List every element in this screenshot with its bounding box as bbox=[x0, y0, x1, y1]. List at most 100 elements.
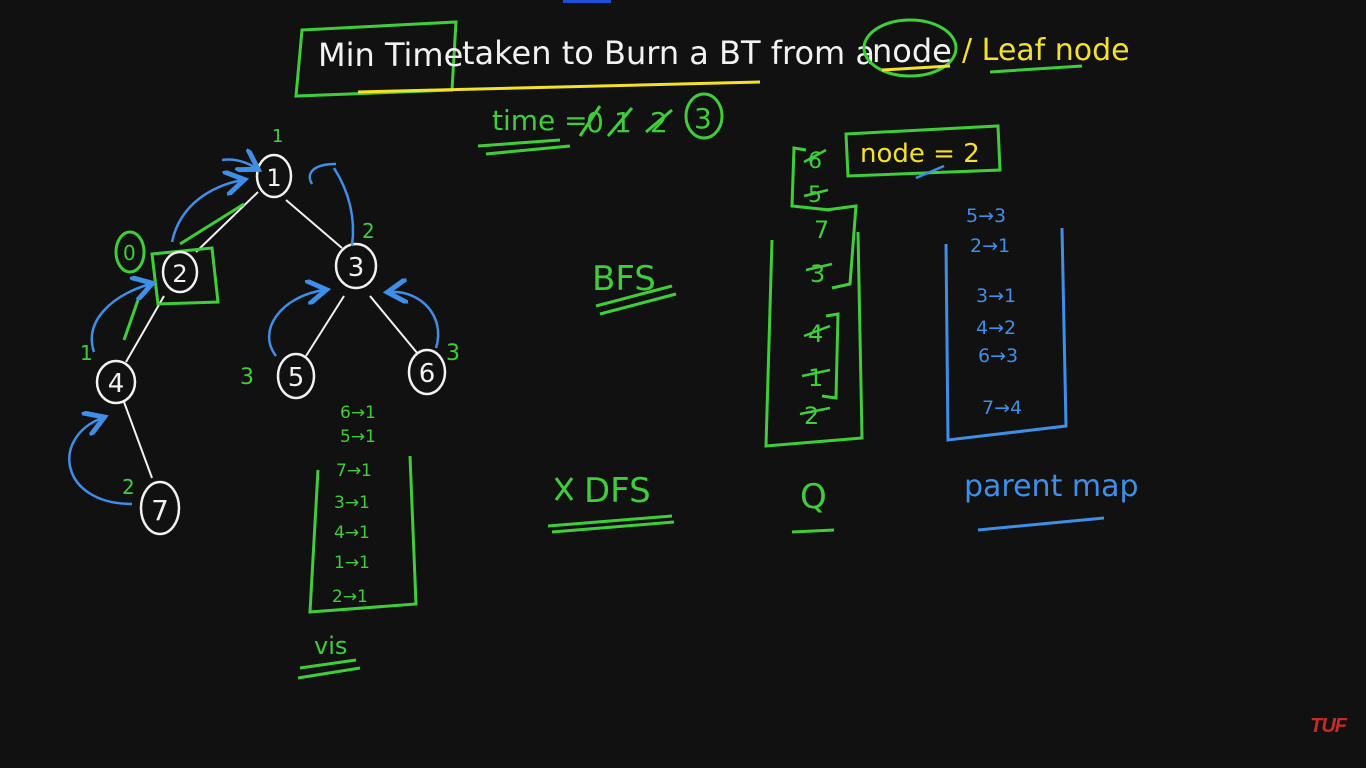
queue-item-4: 4 bbox=[808, 320, 823, 348]
node-5-label: 5 bbox=[288, 363, 305, 393]
queue-item-2: 7 bbox=[814, 216, 829, 244]
title-underline bbox=[357, 80, 761, 94]
arrow-4-to-7 bbox=[68, 418, 133, 506]
time-label-node-2: 0 bbox=[123, 241, 136, 265]
parent-map-underline bbox=[977, 516, 1105, 532]
burn-edge-2-4 bbox=[122, 299, 140, 341]
brand-logo: TUF bbox=[1310, 715, 1347, 737]
parent-map-label: parent map bbox=[964, 469, 1139, 504]
title: Min Time taken to Burn a BT from a node … bbox=[294, 18, 1130, 98]
queue-bracket-a bbox=[825, 204, 858, 290]
vis-box bbox=[308, 455, 418, 614]
binary-tree: 1 2 3 4 5 6 7 1 0 2 1 3 3 2 bbox=[68, 126, 460, 536]
edge-4-7 bbox=[123, 401, 153, 479]
vis-boxed-4: 2→1 bbox=[332, 587, 368, 607]
time-expression: time = 0 1 2 3 bbox=[477, 92, 724, 156]
node-circle bbox=[862, 18, 958, 78]
time-underline bbox=[477, 138, 571, 156]
top-accent-bar bbox=[563, 0, 611, 3]
node-6-label: 6 bbox=[419, 359, 436, 389]
node-4-circle bbox=[95, 359, 137, 405]
node-6-circle bbox=[407, 348, 447, 396]
arrow-4-to-2 bbox=[90, 284, 150, 353]
arrow-3-to-5 bbox=[268, 290, 324, 357]
parent-map-item-3: 4→2 bbox=[976, 317, 1016, 339]
time-label-node-6: 3 bbox=[446, 341, 460, 366]
edge-3-5 bbox=[305, 295, 345, 357]
vis-loose-1: 5→1 bbox=[340, 427, 376, 447]
bfs-underline bbox=[595, 284, 677, 316]
edge-2-4 bbox=[125, 295, 165, 363]
vis-underline bbox=[297, 658, 361, 680]
parent-map-item-5: 7→4 bbox=[982, 397, 1022, 419]
time-crossed-0: 0 bbox=[586, 106, 604, 139]
time-result: 3 bbox=[694, 102, 712, 135]
time-circle-node-2 bbox=[114, 230, 146, 274]
dfs-cross bbox=[554, 477, 574, 501]
time-result-circle bbox=[684, 92, 724, 140]
parent-map: 5→3 2→1 3→1 4→2 6→3 7→4 parent map bbox=[944, 205, 1139, 532]
vis-label: vis bbox=[314, 632, 347, 660]
vis-loose-0: 6→1 bbox=[340, 403, 376, 423]
queue-bracket-b bbox=[821, 312, 840, 400]
queue-item-3: 3 bbox=[810, 260, 825, 288]
parent-map-item-1: 2→1 bbox=[970, 235, 1010, 257]
parent-map-item-0: 5→3 bbox=[966, 205, 1006, 227]
vis-boxed-1: 3→1 bbox=[334, 493, 370, 513]
title-part1: Min Time bbox=[318, 36, 463, 74]
edge-1-2 bbox=[195, 191, 259, 253]
vis-boxed-0: 7→1 bbox=[336, 461, 372, 481]
queue-label: Q bbox=[800, 477, 827, 517]
node-2-circle bbox=[161, 250, 199, 294]
queue-start-box bbox=[844, 124, 1002, 178]
node-3-label: 3 bbox=[348, 253, 365, 283]
edge-1-3 bbox=[285, 199, 343, 249]
time-label-node-7: 2 bbox=[122, 475, 135, 499]
edge-3-6 bbox=[369, 295, 419, 355]
vis-boxed-3: 1→1 bbox=[334, 553, 370, 573]
queue-start: node = 2 bbox=[860, 139, 980, 169]
time-label-node-4: 1 bbox=[80, 341, 93, 365]
approach-labels: BFS DFS bbox=[547, 259, 677, 534]
title-part2: taken to Burn a BT from a bbox=[462, 34, 875, 72]
node-7-circle bbox=[139, 480, 181, 536]
vis-boxed-2: 4→1 bbox=[334, 523, 370, 543]
queue-strikes bbox=[799, 148, 833, 416]
bfs-queue: node = 2 6 5 7 3 4 1 2 Q bbox=[764, 124, 1002, 534]
dfs-label: DFS bbox=[584, 471, 651, 511]
parent-map-box bbox=[944, 227, 1068, 442]
queue-box bbox=[764, 231, 864, 448]
parent-map-item-2: 3→1 bbox=[976, 285, 1016, 307]
arrow-1-to-3 bbox=[308, 162, 355, 247]
node-7-label: 7 bbox=[151, 494, 169, 527]
time-label-node-3: 2 bbox=[362, 219, 375, 243]
node-1-label: 1 bbox=[266, 164, 281, 192]
time-label: time = bbox=[492, 104, 588, 137]
node-5-circle bbox=[276, 352, 316, 400]
node-2-label: 2 bbox=[172, 260, 187, 288]
queue-top-bracket bbox=[790, 146, 831, 212]
queue-start-tick bbox=[915, 164, 945, 180]
node-underline bbox=[881, 64, 951, 72]
title-part4: / Leaf node bbox=[962, 33, 1130, 68]
time-label-node-1: 1 bbox=[272, 126, 283, 147]
arrow-3-to-6 bbox=[390, 292, 440, 349]
dfs-underline bbox=[547, 514, 675, 534]
node-4-label: 4 bbox=[108, 369, 125, 399]
node-1-circle bbox=[255, 153, 293, 199]
queue-underline bbox=[791, 528, 835, 534]
arrow-2-to-1 bbox=[170, 180, 242, 243]
time-strikes bbox=[578, 105, 673, 137]
node-3-circle bbox=[334, 242, 378, 290]
time-label-node-5: 3 bbox=[240, 365, 254, 390]
queue-item-1: 5 bbox=[808, 183, 822, 208]
burn-edge-1-2 bbox=[179, 202, 245, 246]
queue-item-6: 2 bbox=[804, 402, 819, 430]
parent-map-item-4: 6→3 bbox=[978, 345, 1018, 367]
leaf-underline bbox=[989, 64, 1083, 74]
queue-item-5: 1 bbox=[808, 364, 823, 392]
arrow-into-1 bbox=[221, 159, 256, 168]
visited-list: 6→1 5→1 7→1 3→1 4→1 1→1 2→1 vis bbox=[297, 403, 418, 680]
title-part3: node bbox=[872, 32, 952, 70]
